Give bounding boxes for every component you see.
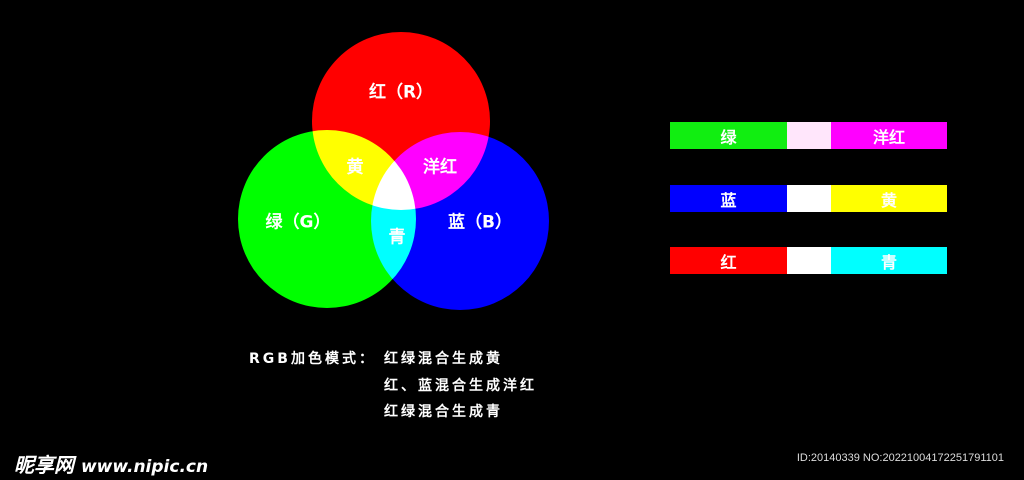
bar-right: 洋红 xyxy=(831,122,947,149)
cyan-overlap-label: 青 xyxy=(388,227,406,248)
blue-label: 蓝（B） xyxy=(448,212,512,233)
caption-line-1: 红绿混合生成黄 xyxy=(384,351,503,367)
caption-line-3: 红绿混合生成青 xyxy=(384,404,503,420)
green-circle xyxy=(238,130,416,308)
image-id: ID:20140339 NO:20221004172251791101 xyxy=(796,452,1004,464)
red-label: 红（R） xyxy=(368,82,434,103)
bar-left: 蓝 xyxy=(670,185,787,212)
caption-line-2: 红、蓝混合生成洋红 xyxy=(384,378,537,394)
mix-bar-green-magenta: 绿 洋红 xyxy=(670,122,947,149)
magenta-overlap-label: 洋红 xyxy=(423,157,457,178)
bar-mid xyxy=(787,122,831,149)
mix-bar-blue-yellow: 蓝 黄 xyxy=(670,185,947,212)
green-label: 绿（G） xyxy=(265,212,331,233)
watermark: 昵享网 www.nipic.cn xyxy=(14,449,208,478)
watermark-url: www.nipic.cn xyxy=(80,457,209,477)
bar-mid xyxy=(787,247,831,274)
bar-right: 黄 xyxy=(831,185,947,212)
blue-circle xyxy=(371,132,549,310)
yellow-overlap-label: 黄 xyxy=(346,157,364,178)
bar-mid xyxy=(787,185,831,212)
mix-bar-red-cyan: 红 青 xyxy=(670,247,947,274)
bar-left: 绿 xyxy=(670,122,787,149)
bar-right: 青 xyxy=(831,247,947,274)
watermark-logo: 昵享网 xyxy=(14,453,74,477)
bar-left: 红 xyxy=(670,247,787,274)
caption-prefix: RGB加色模式： xyxy=(249,351,376,367)
